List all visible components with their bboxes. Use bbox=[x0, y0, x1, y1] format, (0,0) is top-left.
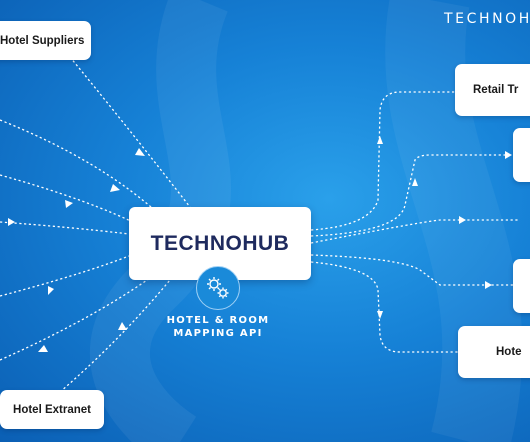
arrow-dest-1 bbox=[377, 136, 383, 144]
arrow-source-6 bbox=[38, 345, 48, 352]
line-to-dest-5 bbox=[310, 261, 458, 353]
line-source-4 bbox=[0, 221, 130, 235]
node-hotel-suppliers-label: Hotel Suppliers bbox=[0, 34, 85, 47]
line-source-2 bbox=[0, 119, 161, 216]
arrow-dest-6 bbox=[505, 151, 512, 159]
line-to-dest-2 bbox=[310, 154, 513, 237]
node-retail-travel-label: Retail Tr bbox=[473, 84, 519, 96]
line-hotel-extranet bbox=[59, 279, 171, 393]
hub-caption-line1: HOTEL & ROOM bbox=[166, 315, 270, 326]
arrow-source-1 bbox=[135, 148, 145, 156]
line-source-3 bbox=[0, 174, 146, 229]
line-to-dest-4 bbox=[310, 254, 513, 286]
node-hotel-dest: Hote bbox=[458, 326, 530, 378]
arrow-source-7 bbox=[118, 322, 127, 330]
brand-logo: TECHNOHUB bbox=[444, 11, 530, 27]
hub-title: TECHNOHUB bbox=[150, 231, 290, 255]
arrow-source-4 bbox=[8, 218, 15, 226]
line-to-retail bbox=[310, 91, 455, 231]
node-retail-travel: Retail Tr bbox=[455, 64, 530, 116]
line-to-dest-3 bbox=[310, 219, 520, 244]
hub-caption-line2: MAPPING API bbox=[173, 327, 263, 339]
line-source-5 bbox=[0, 255, 130, 297]
line-hotel-suppliers bbox=[69, 56, 191, 208]
arrow-dest-3 bbox=[459, 216, 466, 224]
node-hotel-suppliers: Hotel Suppliers bbox=[0, 21, 91, 60]
node-hotel-extranet: Hotel Extranet bbox=[0, 390, 104, 429]
arrow-source-5 bbox=[48, 286, 54, 295]
arrow-source-2 bbox=[110, 184, 120, 192]
arrow-dest-5 bbox=[377, 311, 383, 319]
hub-caption: HOTEL & ROOM MAPPING API bbox=[150, 315, 286, 340]
line-source-6 bbox=[0, 277, 151, 361]
node-hotel-extranet-label: Hotel Extranet bbox=[13, 403, 91, 416]
node-destination-2 bbox=[513, 128, 530, 182]
hub-box: TECHNOHUB bbox=[129, 207, 311, 280]
gears-icon bbox=[196, 266, 240, 310]
arrow-source-3 bbox=[65, 200, 73, 208]
arrow-dest-2 bbox=[412, 178, 418, 186]
node-hotel-dest-label: Hote bbox=[496, 346, 522, 358]
node-destination-4 bbox=[513, 259, 530, 313]
arrow-dest-4 bbox=[485, 281, 492, 289]
